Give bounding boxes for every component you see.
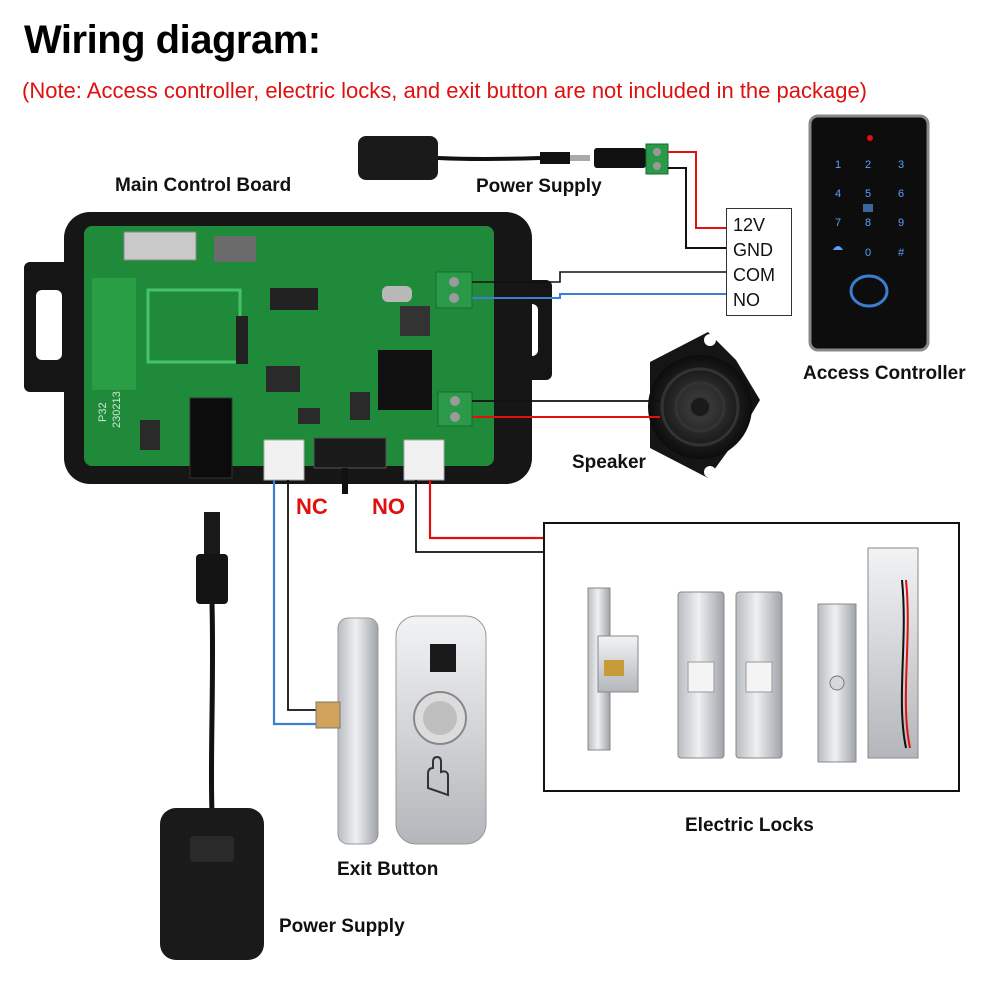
power-supply-bottom-label: Power Supply <box>279 916 405 937</box>
exit-door-icon <box>430 644 456 672</box>
power-supply-adapter-top <box>358 136 669 180</box>
key-1: 1 <box>835 159 841 171</box>
access-controller-label: Access Controller <box>803 363 966 384</box>
fingerprint-ring-icon <box>849 274 889 308</box>
speaker <box>648 332 760 478</box>
key-2: 2 <box>865 159 871 171</box>
main-control-board: P32 230213 <box>24 212 552 494</box>
key-4: 4 <box>835 188 841 200</box>
exit-button <box>315 615 487 845</box>
board-print-1: P32 <box>97 402 109 422</box>
key-8: 8 <box>865 217 871 229</box>
key-7: 7 <box>835 217 841 229</box>
board-print-2: 230213 <box>111 391 123 428</box>
package-note: (Note: Access controller, electric locks… <box>22 78 868 103</box>
key-hash: # <box>898 247 905 259</box>
key-9: 9 <box>898 217 904 229</box>
no-label: NO <box>372 494 405 519</box>
terminal-box: 12V GND COM NO <box>726 208 792 316</box>
terminal-no: NO <box>733 290 760 310</box>
bell-icon <box>833 246 843 250</box>
lock-icon <box>863 204 873 212</box>
key-0: 0 <box>865 247 871 259</box>
power-supply-top-label: Power Supply <box>476 176 602 197</box>
terminal-12v: 12V <box>733 215 766 235</box>
main-board-label: Main Control Board <box>115 175 292 196</box>
diagram-title: Wiring diagram: <box>24 18 321 62</box>
hand-icon <box>427 755 449 797</box>
terminal-com: COM <box>733 265 775 285</box>
power-supply-adapter-bottom <box>160 512 264 960</box>
speaker-label: Speaker <box>572 452 646 473</box>
key-5: 5 <box>865 188 871 200</box>
electric-locks-label: Electric Locks <box>685 815 814 836</box>
key-6: 6 <box>898 188 904 200</box>
access-controller-keypad: 1 2 3 4 5 6 7 8 9 0 # <box>808 114 930 352</box>
exit-button-label: Exit Button <box>337 859 439 880</box>
terminal-gnd: GND <box>733 240 773 260</box>
electric-locks <box>587 547 919 763</box>
electric-locks-frame <box>543 522 960 792</box>
nc-label: NC <box>296 494 328 519</box>
key-3: 3 <box>898 159 904 171</box>
